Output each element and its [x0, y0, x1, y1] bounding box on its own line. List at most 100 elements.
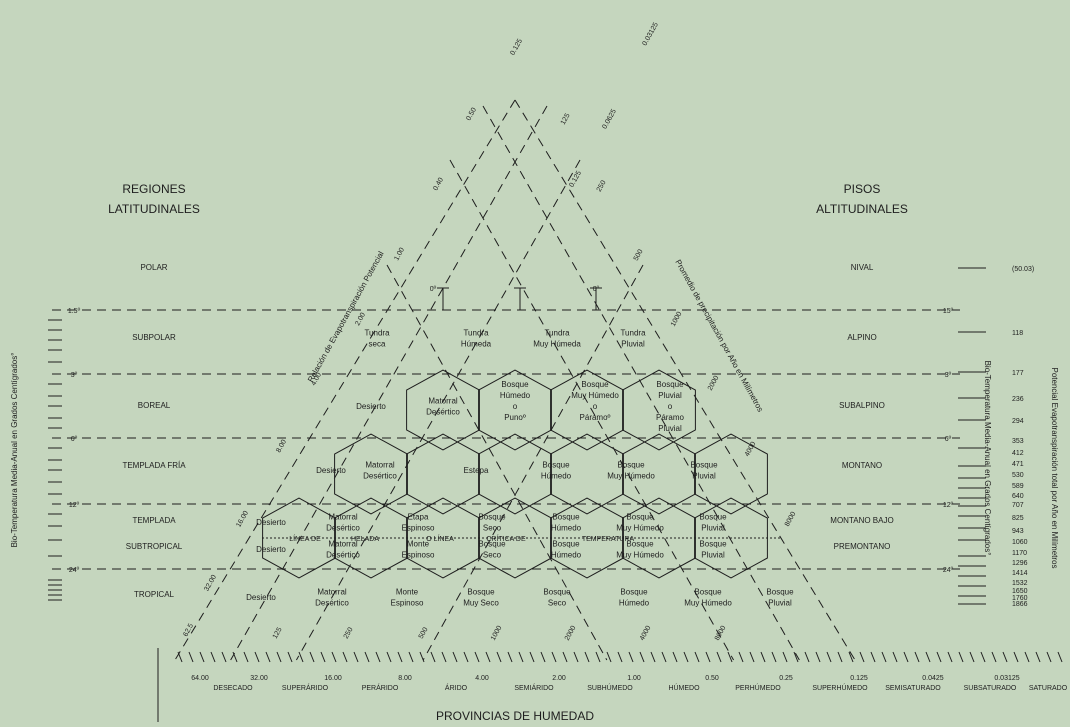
bottom-axis-hatch: [287, 651, 293, 663]
bottom-axis-hatch: [716, 651, 722, 663]
pet-value: 118: [1012, 330, 1023, 337]
bottom-axis-hatch: [485, 651, 491, 663]
bottom-axis-hatch: [881, 651, 887, 663]
pet-value: 236: [1012, 396, 1024, 403]
bottom-axis-hatch: [298, 651, 304, 663]
frost-mark: 0º: [593, 286, 600, 293]
left-temp-tick: 6º: [71, 436, 78, 443]
humidity-province: DESECADO: [213, 685, 253, 692]
bottom-axis-hatch: [1002, 651, 1008, 663]
bottom-axis-hatch: [672, 651, 678, 663]
frost-line-text: O LÍNEA: [426, 534, 454, 543]
right-edge-value: 0.03125: [641, 21, 659, 47]
right-axis-title-pet: Potencial Evapotranspiración total por A…: [1050, 368, 1059, 569]
bottom-axis-hatch: [947, 651, 953, 663]
bottom-axis-hatch: [925, 651, 931, 663]
pet-value: 640: [1012, 493, 1024, 500]
life-zone-hexagon: [622, 369, 696, 451]
left-edge-title: Relación de Evapotranspiración Potencial: [306, 250, 386, 384]
diagonal-line: [482, 105, 800, 661]
humidity-province: HÚMEDO: [668, 683, 700, 692]
right-edge-value: 8000: [784, 511, 798, 528]
bottom-axis-hatch: [815, 651, 821, 663]
bottom-axis-hatch: [683, 651, 689, 663]
humidity-province: SUBHÚMEDO: [587, 683, 633, 692]
frost-line-text: TEMPERATURA: [582, 536, 635, 543]
bottom-axis-hatch: [265, 651, 271, 663]
right-temp-tick: 15º: [943, 308, 954, 315]
left-temp-tick: 1.5º: [68, 308, 81, 315]
humidity-ratio: 16.00: [324, 675, 342, 682]
bottom-axis-hatch: [694, 651, 700, 663]
right-edge-title: Promedio de precipitación por Año en Mil…: [673, 258, 765, 413]
pet-value: 1760: [1012, 595, 1028, 602]
bottom-axis-hatch: [320, 651, 326, 663]
right-temp-tick: 24º: [943, 567, 954, 574]
bottom-axis-hatch: [749, 651, 755, 663]
right-temp-tick: 3º: [945, 372, 952, 379]
right-edge-value: 125: [560, 112, 572, 126]
bottom-axis-hatch: [551, 651, 557, 663]
bottom-axis-title: PROVINCIAS DE HUMEDAD: [436, 709, 594, 722]
region-label: TEMPLADA: [132, 516, 176, 525]
bottom-axis-hatch: [859, 651, 865, 663]
diagonal-line: [230, 105, 548, 661]
region-label: TEMPLADA FRÍA: [122, 461, 186, 470]
pet-value: 412: [1012, 450, 1024, 457]
bottom-axis-hatch: [705, 651, 711, 663]
life-zone-warm_temperate: Desierto: [256, 518, 286, 527]
bottom-axis-hatch: [760, 651, 766, 663]
bottom-axis-hatch: [1013, 651, 1019, 663]
humidity-ratio: 2.00: [552, 675, 566, 682]
right-edge-value: 0.0625: [601, 108, 618, 130]
bottom-axis-hatch: [177, 651, 183, 663]
bottom-precip-value: 8000: [714, 625, 728, 642]
bottom-axis-hatch: [419, 651, 425, 663]
bottom-axis-hatch: [573, 651, 579, 663]
left-edge-value: 1.00: [393, 247, 406, 262]
bottom-axis-hatch: [243, 651, 249, 663]
bottom-axis-hatch: [232, 651, 238, 663]
bottom-axis-hatch: [199, 651, 205, 663]
pet-value: 943: [1012, 528, 1024, 535]
bottom-axis-hatch: [661, 651, 667, 663]
bottom-axis-hatch: [331, 651, 337, 663]
life-zone-subtropical: Desierto: [256, 545, 286, 554]
floor-label: NIVAL: [851, 263, 874, 272]
left-edge-value: 0.125: [509, 38, 524, 57]
left-edge-value: 2.00: [354, 312, 367, 327]
humidity-province: SUPERÁRIDO: [282, 683, 329, 692]
bottom-axis-hatch: [738, 651, 744, 663]
left-temp-tick: 12º: [69, 502, 80, 509]
bottom-axis-hatch: [628, 651, 634, 663]
bottom-axis-hatch: [386, 651, 392, 663]
pet-value: 1532: [1012, 580, 1028, 587]
bottom-axis-hatch: [837, 651, 843, 663]
humidity-ratio: 1.00: [627, 675, 641, 682]
bottom-axis-hatch: [848, 651, 854, 663]
bottom-axis-hatch: [408, 651, 414, 663]
bottom-axis-hatch: [430, 651, 436, 663]
bottom-axis-hatch: [1035, 651, 1041, 663]
bottom-axis-hatch: [804, 651, 810, 663]
humidity-ratio: 0.03125: [994, 675, 1019, 682]
life-zone-cold_temperate: Desierto: [316, 466, 346, 475]
bottom-axis-hatch: [771, 651, 777, 663]
pet-value: 471: [1012, 461, 1024, 468]
left-temp-tick: 3º: [71, 372, 78, 379]
left-edge-value: 16.00: [235, 510, 250, 529]
bottom-axis-hatch: [991, 651, 997, 663]
humidity-province: ÁRIDO: [445, 683, 468, 692]
diagonal-line: [449, 159, 735, 661]
